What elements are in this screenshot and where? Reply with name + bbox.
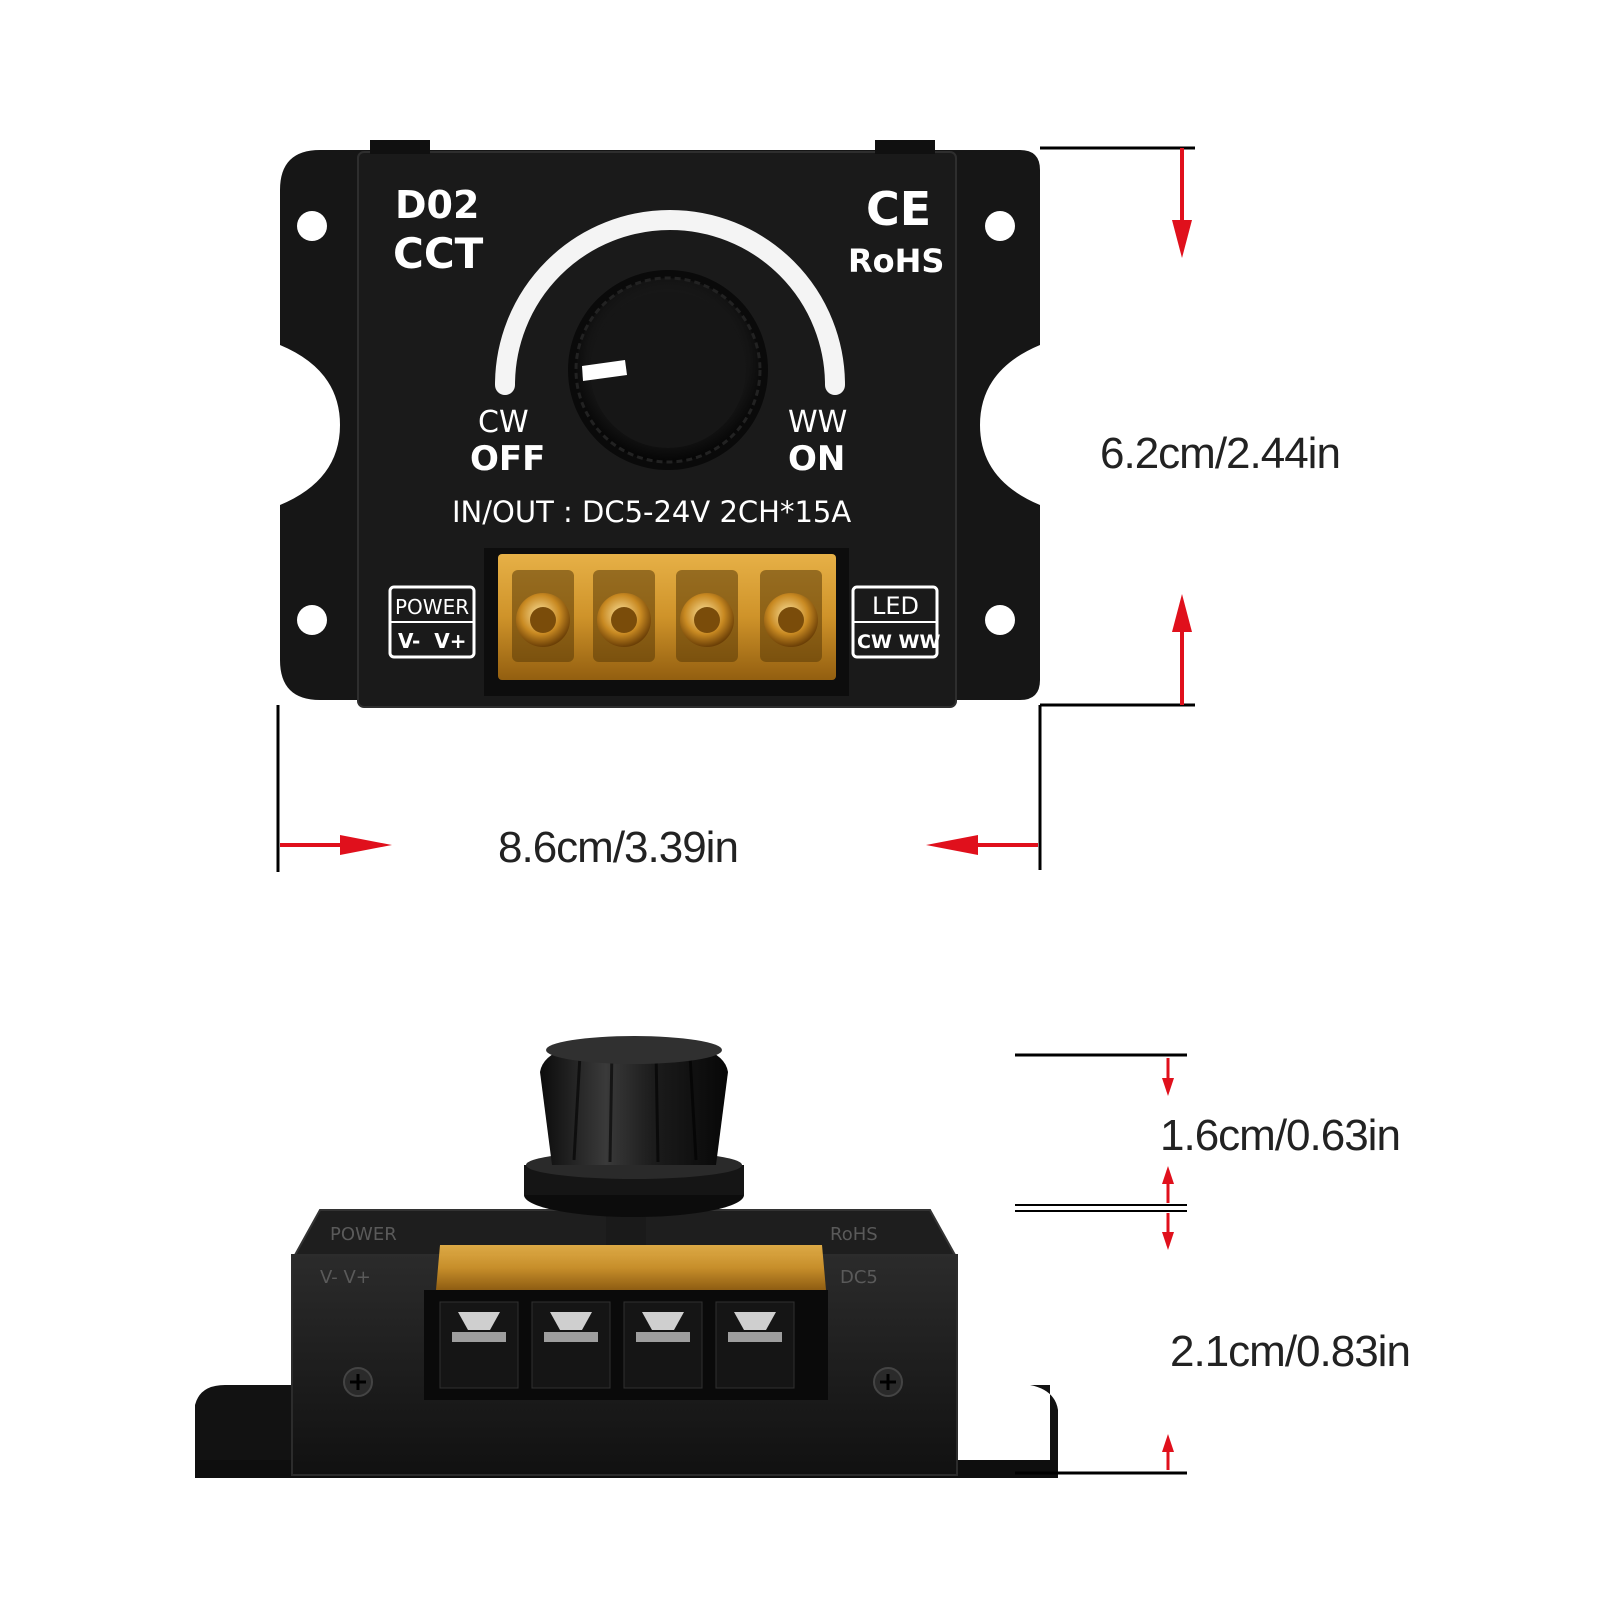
- dimension-arrow-icon: [1162, 1213, 1174, 1250]
- dimension-arrow-icon: [280, 835, 392, 855]
- screw-terminal-icon: [636, 1312, 690, 1342]
- screw-terminal-icon: [512, 570, 574, 662]
- side-view-device: POWER RoHS V- V+ DC5: [195, 1036, 1058, 1478]
- ww-label: WW: [788, 405, 847, 440]
- phillips-screw-icon: [873, 1367, 903, 1397]
- knob-indicator: [582, 360, 627, 381]
- height-dimension: 6.2cm/2.44in: [1038, 146, 1341, 870]
- io-rating-label: IN/OUT : DC5-24V 2CH*15A: [452, 495, 851, 529]
- svg-text:V- V+: V- V+: [398, 629, 467, 653]
- width-dimension: 8.6cm/3.39in: [276, 705, 1038, 872]
- cw-label: CW: [478, 405, 529, 440]
- mount-hole-icon: [985, 605, 1015, 635]
- svg-text:LED: LED: [872, 592, 919, 620]
- screw-terminal-icon: [593, 570, 655, 662]
- height-label: 6.2cm/2.44in: [1100, 429, 1340, 478]
- svg-text:RoHS: RoHS: [830, 1224, 878, 1245]
- svg-text:POWER: POWER: [395, 595, 469, 619]
- dial-scale-arc: [495, 210, 845, 395]
- dimmer-knob[interactable]: [568, 270, 768, 470]
- svg-text:CW WW: CW WW: [857, 631, 940, 653]
- width-label: 8.6cm/3.39in: [498, 823, 738, 872]
- screw-terminal-icon: [544, 1312, 598, 1342]
- phillips-screw-icon: [343, 1367, 373, 1397]
- side-terminal-block: [424, 1245, 828, 1400]
- power-label-box: POWER V- V+: [388, 585, 476, 659]
- dimension-arrow-icon: [1172, 148, 1192, 258]
- dimension-arrow-icon: [1172, 594, 1192, 705]
- dimension-arrow-icon: [1162, 1166, 1174, 1203]
- dimension-arrow-icon: [1162, 1434, 1174, 1470]
- led-label-box: LED CW WW: [851, 585, 940, 659]
- off-label: OFF: [470, 439, 545, 479]
- type-label: CCT: [393, 229, 484, 278]
- dimension-arrow-icon: [1162, 1058, 1174, 1096]
- on-label: ON: [788, 439, 845, 479]
- dimension-arrow-icon: [926, 835, 1038, 855]
- screw-terminal-icon: [728, 1312, 782, 1342]
- screw-terminal-icon: [760, 570, 822, 662]
- knob-height-dimension: 1.6cm/0.63in: [1015, 1053, 1401, 1212]
- body-height-label: 2.1cm/0.83in: [1170, 1327, 1410, 1376]
- knob-height-label: 1.6cm/0.63in: [1160, 1111, 1400, 1160]
- mount-hole-icon: [297, 211, 327, 241]
- top-view-device: D02 CCT CE RoHS CW OFF WW ON IN/OUT : DC…: [280, 140, 1040, 708]
- body-height-dimension: 2.1cm/0.83in: [1015, 1213, 1411, 1475]
- model-label: D02: [395, 183, 479, 227]
- svg-text:DC5: DC5: [840, 1267, 878, 1288]
- side-knob[interactable]: [524, 1036, 744, 1245]
- screw-terminal-icon: [676, 570, 738, 662]
- terminal-block: [484, 548, 849, 696]
- mount-hole-icon: [985, 211, 1015, 241]
- svg-text:V- V+: V- V+: [320, 1267, 371, 1288]
- rohs-mark: RoHS: [848, 242, 944, 280]
- svg-text:POWER: POWER: [330, 1224, 397, 1245]
- mount-hole-icon: [297, 605, 327, 635]
- ce-mark: CE: [866, 182, 931, 236]
- screw-terminal-icon: [452, 1312, 506, 1342]
